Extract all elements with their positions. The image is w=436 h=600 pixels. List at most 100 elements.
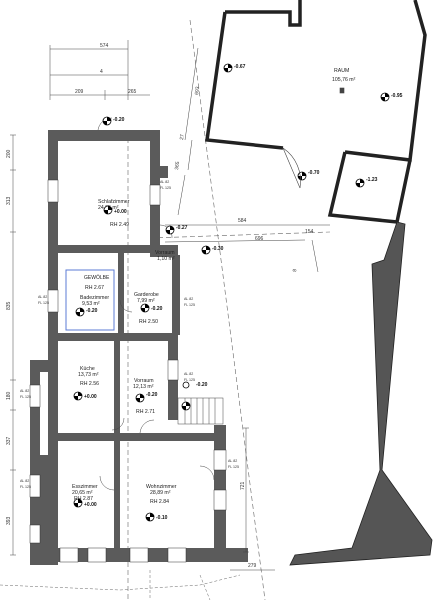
left-dimension-chain (10, 134, 16, 556)
dim-left-3: 835 (6, 301, 12, 310)
svg-text:-0.20: -0.20 (86, 308, 98, 314)
svg-text:Garderobe: Garderobe (134, 292, 159, 298)
dim-left-4: 180 (6, 391, 12, 400)
svg-text:Vorraum: Vorraum (155, 250, 175, 256)
dim-mid-d: 584 (238, 218, 247, 224)
svg-text:-0.20: -0.20 (196, 382, 208, 388)
gewoelbe-box: GEWÖLBE (65, 269, 115, 331)
svg-text:AL 82: AL 82 (20, 389, 29, 393)
dim-mid-b: 27 (179, 134, 186, 141)
svg-text:RH 2.49: RH 2.49 (110, 222, 129, 228)
dim-mid-f: 696 (255, 236, 264, 242)
level-markers-raum: -0.67 -0.70 -1.23 (223, 63, 378, 188)
svg-text:FL 125: FL 125 (228, 465, 239, 469)
dim-right-2: 279 (248, 563, 257, 569)
svg-text:28,89 m²: 28,89 m² (150, 490, 171, 496)
svg-text:13,73 m²: 13,73 m² (78, 372, 99, 378)
svg-text:RH 2.50: RH 2.50 (139, 319, 158, 325)
svg-text:-0.10: -0.10 (156, 515, 168, 521)
right-wall (289, 221, 433, 566)
svg-text:AL 82: AL 82 (184, 372, 193, 376)
svg-text:-0.20: -0.20 (146, 392, 158, 398)
svg-text:20,65 m²: 20,65 m² (72, 490, 93, 496)
room-garderobe: Garderobe 7,99 m² -0.20 RH 2.50 (134, 292, 163, 325)
raum-area: 105,76 m² (332, 77, 356, 83)
svg-text:-0.27: -0.27 (176, 225, 188, 231)
room-vorraum: Vorraum 12,13 m² -0.20 RH 2.71 (133, 378, 158, 415)
svg-text:-0.30: -0.30 (212, 246, 224, 252)
svg-text:AL 82: AL 82 (20, 479, 29, 483)
raum-name: RAUM (334, 68, 349, 74)
svg-text:Küche: Küche (80, 366, 95, 372)
svg-text:FL 125: FL 125 (20, 485, 31, 489)
svg-text:Badezimmer: Badezimmer (80, 295, 109, 301)
svg-text:1,10 m²: 1,10 m² (157, 256, 175, 262)
svg-text:FL 125: FL 125 (160, 186, 171, 190)
svg-text:RH 2.56: RH 2.56 (80, 381, 99, 387)
dim-left-5: 337 (6, 436, 12, 445)
dim-left-6: 393 (6, 516, 12, 525)
svg-text:AL 82: AL 82 (184, 297, 193, 301)
svg-text:+0.00: +0.00 (84, 394, 97, 400)
dim-left-1: 200 (6, 149, 12, 158)
dim-mid-g: 8 (292, 268, 298, 272)
svg-text:RH 2.87: RH 2.87 (74, 496, 93, 502)
right-dimensions (230, 427, 275, 571)
dim-mid-c: 365 (174, 161, 181, 170)
room-wohnzimmer: Wohnzimmer 28,89 m² RH 2.84 -0.10 (145, 484, 177, 522)
svg-text:9,53 m²: 9,53 m² (82, 301, 100, 307)
top-dimension-chain (49, 40, 150, 100)
window-annotations: AL 82 FL 125 AL 82 FL 125 AL 82 FL 125 A… (20, 180, 239, 489)
dim-left-2: 313 (6, 196, 12, 205)
svg-text:Vorraum: Vorraum (134, 378, 154, 384)
dim-top-3: 209 (75, 89, 84, 95)
svg-text:-0.70: -0.70 (308, 170, 320, 176)
raum-labels: RAUM 105,76 m² -0.95 (332, 68, 403, 102)
svg-text:RH 2.71: RH 2.71 (136, 409, 155, 415)
left-dimension-labels: 200 313 835 180 337 393 (6, 149, 12, 525)
svg-text:-0.67: -0.67 (234, 64, 246, 70)
room-kueche: Küche 13,73 m² RH 2.56 +0.00 (73, 366, 99, 401)
svg-text:RH 2.67: RH 2.67 (85, 285, 104, 291)
dim-top-2: 4 (100, 69, 103, 75)
gewoelbe-label: GEWÖLBE (84, 274, 110, 281)
svg-text:Schlafzimmer: Schlafzimmer (98, 199, 130, 205)
svg-text:FL 125: FL 125 (184, 303, 195, 307)
room-badezimmer: RH 2.67 Badezimmer 9,53 m² -0.20 (75, 285, 109, 317)
svg-text:FL 125: FL 125 (20, 395, 31, 399)
windows (29, 179, 227, 563)
room-vorraum-top: Vorraum 1,10 m² -0.30 (155, 245, 224, 262)
svg-text:FL 125: FL 125 (38, 301, 49, 305)
raum-level: -0.95 (391, 93, 403, 99)
svg-text:AL 82: AL 82 (38, 295, 47, 299)
raum-door (282, 87, 345, 189)
svg-text:12,13 m²: 12,13 m² (133, 384, 154, 390)
mid-dimensions (164, 47, 330, 273)
svg-text:Esszimmer: Esszimmer (72, 484, 98, 490)
svg-text:AL 82: AL 82 (228, 459, 237, 463)
svg-text:+0.00: +0.00 (84, 502, 97, 508)
svg-text:RH 2.84: RH 2.84 (150, 499, 169, 505)
bottom-outline (0, 570, 241, 600)
level-markers-other: -0.20 -0.27 -0.20 (102, 116, 208, 411)
svg-text:+0.00: +0.00 (114, 209, 127, 215)
axis-lines (127, 19, 331, 600)
svg-text:-0.20: -0.20 (113, 117, 125, 123)
svg-text:AL 82: AL 82 (160, 180, 169, 184)
raum-walls (205, 0, 427, 224)
svg-text:FL 125: FL 125 (184, 378, 195, 382)
svg-text:-1.23: -1.23 (366, 177, 378, 183)
svg-text:7,99 m²: 7,99 m² (137, 298, 155, 304)
dim-top-1: 574 (100, 43, 109, 49)
dim-mid-a: 693 (194, 86, 201, 95)
svg-text:-0.20: -0.20 (151, 306, 163, 312)
dim-top-4: 265 (128, 89, 137, 95)
dim-mid-e: 154 (305, 229, 314, 235)
svg-text:Wohnzimmer: Wohnzimmer (146, 484, 177, 490)
dim-right-1: 721 (240, 481, 246, 490)
room-esszimmer: Esszimmer 20,65 m² RH 2.87 +0.00 (72, 484, 98, 508)
room-schlafzimmer: Schlafzimmer 24,95 m² +0.00 RH 2.49 (98, 199, 130, 228)
interior-walls (58, 245, 218, 551)
